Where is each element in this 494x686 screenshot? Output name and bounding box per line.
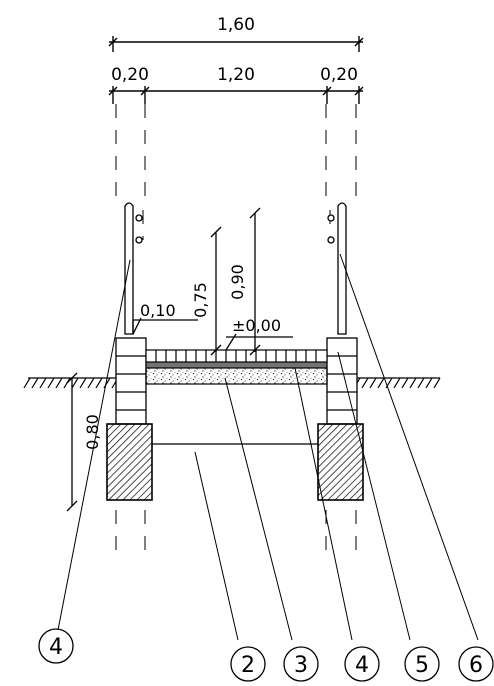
callout-3: 3 <box>283 646 319 682</box>
height-075-label: 0,75 <box>191 282 210 318</box>
callout-4-left-label: 4 <box>49 635 63 660</box>
opening-label: 1,20 <box>217 65 255 85</box>
gravel-layer <box>145 367 328 385</box>
level-marks <box>66 207 293 512</box>
paving-layer <box>145 349 328 363</box>
ground-right <box>353 377 441 389</box>
wall-left <box>115 337 147 425</box>
sand-layer <box>146 362 327 368</box>
level-zero-label: ±0,00 <box>232 316 281 335</box>
callout-6-label: 6 <box>469 653 483 678</box>
callout-4-right: 4 <box>344 646 380 682</box>
callout-3-label: 3 <box>294 653 308 678</box>
callout-5-label: 5 <box>415 653 429 678</box>
callout-2: 2 <box>230 646 266 682</box>
callout-2-label: 2 <box>241 653 255 678</box>
foundation-right <box>317 423 364 501</box>
foundation-left <box>106 423 153 501</box>
level-010-label: 0,10 <box>140 301 176 320</box>
callout-4-right-label: 4 <box>355 653 369 678</box>
leader-lines <box>57 253 479 641</box>
callout-5: 5 <box>404 646 440 682</box>
right-wall-label: 0,20 <box>320 65 358 85</box>
railing-right <box>327 202 347 335</box>
left-wall-label: 0,20 <box>111 65 149 85</box>
railing-left <box>124 202 143 335</box>
height-090-label: 0,90 <box>228 264 247 300</box>
total-width-label: 1,60 <box>217 15 255 35</box>
depth-080-label: 0,80 <box>83 414 102 450</box>
callout-4-left: 4 <box>38 628 74 664</box>
callout-6: 6 <box>458 646 494 682</box>
dimension-lines-top <box>108 36 364 104</box>
